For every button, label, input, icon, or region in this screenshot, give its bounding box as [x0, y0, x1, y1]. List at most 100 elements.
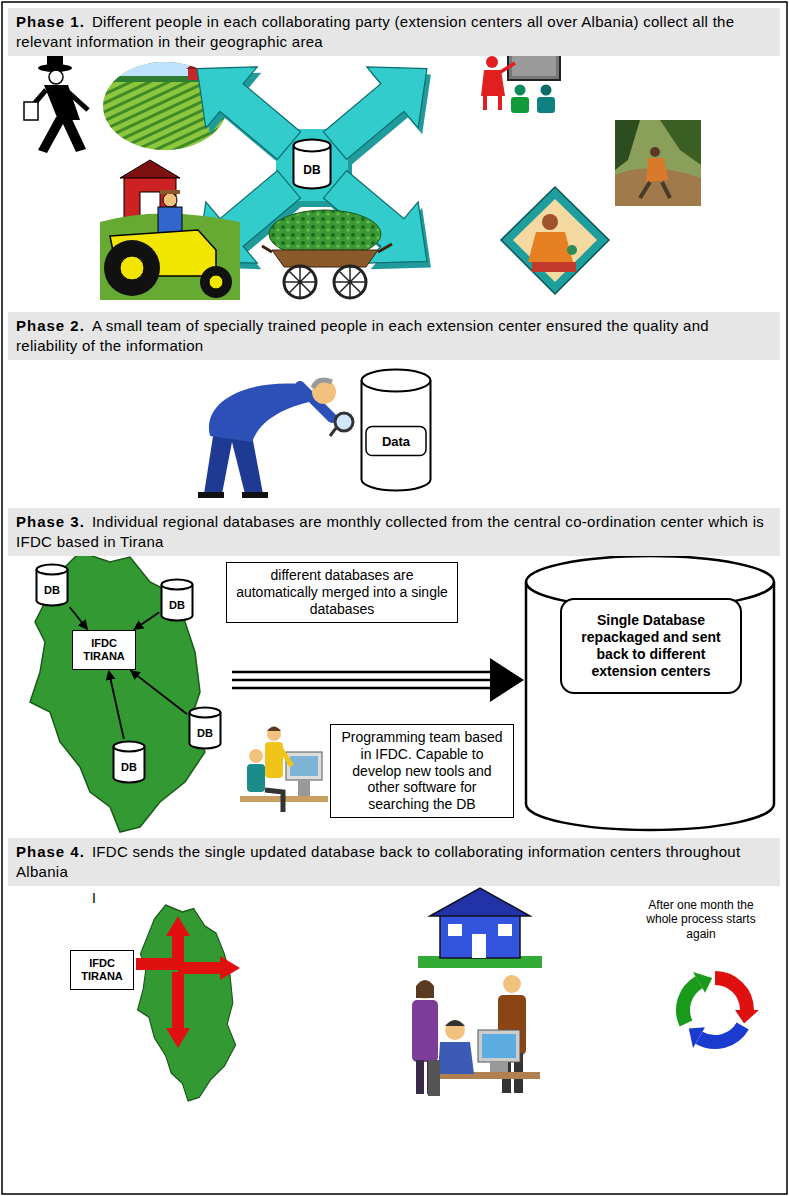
forestry-photo [615, 120, 640, 170]
phase-description: IFDC sends the single updated database b… [16, 843, 740, 880]
box-text: IFDC TIRANA [76, 957, 128, 983]
cylinder-rim [37, 570, 68, 575]
teacher-figure [511, 97, 529, 113]
house-picture [472, 934, 486, 958]
cylinder-body [37, 565, 68, 606]
phase-band: Phase 4.IFDC sends the single updated da… [8, 838, 780, 886]
house-picture [440, 914, 520, 958]
cart-picture [284, 266, 316, 298]
cylinder-rim [294, 146, 331, 152]
forestry-photo [615, 120, 701, 206]
database-cylinder: DB [35, 563, 69, 607]
tractor-picture [120, 160, 180, 178]
phase-title: Phase 3. [16, 513, 85, 530]
house-picture [418, 888, 542, 968]
people-at-computer [428, 1060, 440, 1096]
box-text: Programming team based in IFDC. Capable … [336, 729, 508, 813]
farmer-figure [66, 90, 88, 110]
connector-arrow [131, 671, 188, 715]
programmers-figure [290, 756, 318, 776]
forestry-photo [640, 182, 670, 198]
single-database-cylinder [526, 556, 774, 830]
cylinder-body [190, 708, 221, 749]
teacher-figure [481, 50, 560, 113]
tractor-picture [160, 190, 180, 194]
cylinder-rim [362, 381, 431, 392]
phase-description: Individual regional databases are monthl… [16, 513, 764, 550]
tractor-picture [200, 266, 232, 298]
teacher-figure [486, 56, 498, 68]
cylinder-rim [162, 585, 193, 590]
cylinder-body [362, 370, 431, 491]
phase-band: Phase 2.A small team of specially traine… [8, 312, 780, 360]
distribution-arrows [166, 916, 190, 936]
people-at-computer [445, 1020, 465, 1040]
cart-picture [334, 266, 366, 298]
phase-title: Phase 2. [16, 317, 85, 334]
woman-diamond-picture [501, 187, 609, 294]
merge-arrow [490, 658, 524, 702]
woman-diamond-picture [528, 232, 573, 262]
albania-map [30, 552, 205, 832]
cycle-note: After one month the whole process starts… [639, 898, 763, 941]
cylinder-outline [360, 368, 432, 492]
people-at-computer [412, 975, 540, 1096]
cycle-arrows [735, 1010, 759, 1024]
cylinder-rim [190, 713, 221, 718]
merge-arrow [232, 658, 524, 702]
database-cylinder: DB [160, 578, 194, 622]
database-cylinder: DB [188, 706, 222, 750]
woman-diamond-picture [567, 245, 577, 255]
database-label: DB [303, 163, 320, 177]
database-label: DB [121, 761, 137, 773]
distribution-arrows [220, 956, 240, 980]
forestry-photo [660, 120, 701, 165]
database-cylinder: Data [360, 368, 432, 492]
database-label: Data [382, 434, 410, 449]
woman-diamond-picture [501, 187, 609, 294]
programmers-figure [265, 790, 283, 812]
database-label: DB [44, 584, 60, 596]
cylinder-body [114, 742, 145, 783]
programmers-figure [247, 764, 265, 792]
people-at-computer [503, 975, 521, 993]
albania-map [138, 905, 236, 1101]
people-at-computer [416, 1060, 424, 1094]
farmer-figure [24, 55, 88, 153]
people-at-computer [438, 1042, 474, 1074]
phase-title: Phase 1. [16, 13, 85, 30]
tractor-picture [163, 193, 177, 207]
people-at-computer [416, 980, 434, 998]
phase-band: Phase 1.Different people in each collabo… [8, 8, 780, 56]
house-picture [498, 924, 512, 936]
teacher-figure [512, 54, 556, 76]
cycle-arrows [683, 972, 759, 1048]
cart-picture [262, 244, 392, 252]
house-picture [430, 888, 530, 916]
box-text: different databases are automatically me… [232, 567, 452, 617]
teacher-figure [515, 85, 526, 96]
cart-picture [262, 210, 392, 298]
people-at-computer [445, 1020, 465, 1026]
cart-picture [284, 266, 316, 298]
house-picture [448, 924, 462, 936]
inspector-figure [242, 492, 268, 498]
farmer-figure [24, 102, 38, 120]
cylinder-body [294, 140, 331, 189]
farmer-figure [44, 85, 80, 120]
phase-description: Different people in each collaborating p… [16, 13, 734, 50]
label-frame [366, 427, 426, 456]
inspector-figure [198, 380, 353, 498]
teacher-figure [499, 63, 515, 73]
people-at-computer [490, 1062, 508, 1072]
inspector-figure [312, 380, 336, 404]
stray-mark: I [82, 890, 106, 907]
cycle-arrows [689, 1027, 705, 1048]
woman-diamond-picture [542, 214, 558, 230]
tractor-picture [120, 256, 144, 280]
cart-picture [272, 250, 378, 267]
phase-description: A small team of specially trained people… [16, 317, 709, 354]
